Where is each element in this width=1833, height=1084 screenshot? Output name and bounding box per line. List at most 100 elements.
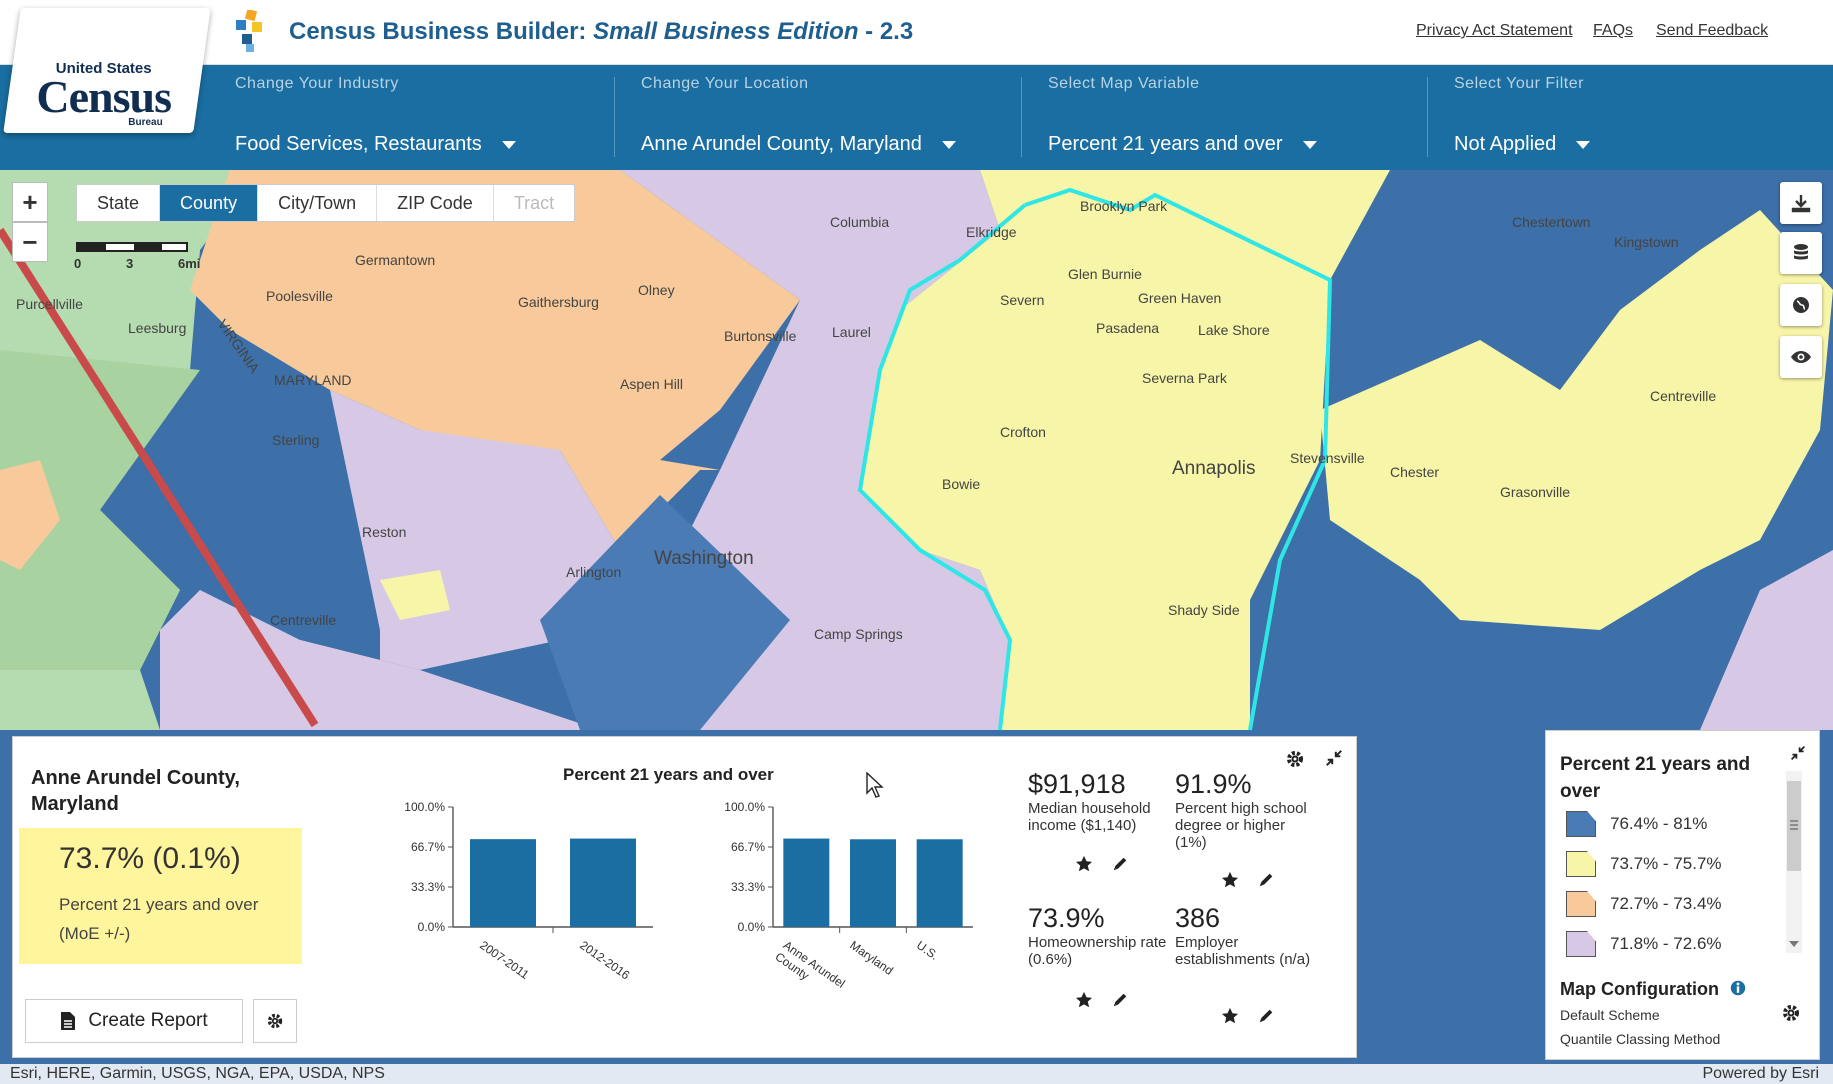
place-label: Centreville <box>1650 388 1717 404</box>
place-label: Reston <box>362 524 407 540</box>
place-label: Chestertown <box>1512 214 1591 230</box>
compress-icon <box>1790 745 1806 761</box>
legend-label: 71.8% - 72.6% <box>1610 934 1722 953</box>
visibility-button[interactable] <box>1780 336 1822 378</box>
star-icon[interactable] <box>1221 871 1239 894</box>
county-boundary <box>1024 187 1333 731</box>
y-tick-label: 66.7% <box>731 840 765 854</box>
geography-tabs: State County City/Town ZIP Code Tract <box>76 184 576 222</box>
place-label: Olney <box>638 282 675 298</box>
info-icon[interactable] <box>1730 980 1746 996</box>
x-tick-label: U.S. <box>914 938 941 963</box>
title-italic: Small Business Edition <box>593 18 859 45</box>
faqs-link[interactable]: FAQs <box>1593 22 1634 39</box>
place-label: Purcellville <box>16 296 83 312</box>
legend-item: 71.8% - 72.6% <box>1566 931 1722 957</box>
metric-label: Median household income ($1,140) <box>1028 800 1151 834</box>
tab-city-town[interactable]: City/Town <box>258 185 378 221</box>
legend-swatch <box>1566 811 1596 837</box>
place-label: Severn <box>1000 292 1045 308</box>
star-icon[interactable] <box>1075 855 1093 878</box>
metric-actions <box>1221 1007 1275 1030</box>
place-label: Aspen Hill <box>620 376 684 392</box>
chart-title: Percent 21 years and over <box>563 765 774 784</box>
place-label: Poolesville <box>266 288 333 304</box>
config-scheme: Default Scheme <box>1560 1007 1660 1023</box>
feedback-link[interactable]: Send Feedback <box>1656 22 1769 39</box>
caret-down-icon <box>501 140 516 149</box>
map-config-label: Map Configuration <box>1560 979 1719 999</box>
metric-homeownership: 73.9% Homeownership rate (0.6%) <box>1028 903 1168 968</box>
create-report-label: Create Report <box>88 1010 208 1031</box>
region-dc <box>540 495 790 730</box>
caret-down-icon <box>941 140 956 149</box>
attribution-esri[interactable]: Powered by Esri <box>1702 1065 1820 1082</box>
selector-label: Select Map Variable <box>1048 75 1200 92</box>
place-label: Burtonsville <box>724 328 797 344</box>
bar <box>783 838 830 927</box>
bar <box>916 839 963 927</box>
legend-label: 73.7% - 75.7% <box>1610 854 1722 873</box>
star-icon[interactable] <box>1221 1007 1239 1030</box>
place-label: Pasadena <box>1096 320 1160 336</box>
region-purple-east <box>1700 550 1833 730</box>
tab-zip-code[interactable]: ZIP Code <box>377 185 494 221</box>
layers-button[interactable] <box>1780 232 1822 274</box>
app-logo-icon <box>236 10 262 52</box>
report-settings-button[interactable] <box>253 999 297 1043</box>
legend-scrollbar[interactable] <box>1782 771 1804 953</box>
create-report-button[interactable]: Create Report <box>25 999 243 1043</box>
place-label: Washington <box>654 548 754 569</box>
tab-tract[interactable]: Tract <box>513 193 555 213</box>
legend-settings-button[interactable] <box>1781 1003 1801 1028</box>
download-button[interactable] <box>1780 182 1822 224</box>
zoom-out-button[interactable]: − <box>12 222 48 262</box>
y-tick-label: 100.0% <box>404 800 445 814</box>
selector-bar: Change Your Industry Food Services, Rest… <box>0 65 1833 170</box>
scale-bar <box>76 242 188 252</box>
selector-value[interactable]: Anne Arundel County, Maryland <box>641 133 956 156</box>
pencil-icon[interactable] <box>1257 1007 1275 1030</box>
place-label: Leesburg <box>128 320 187 336</box>
stat-description: Percent 21 years and over (MoE +/-) <box>59 895 259 943</box>
pencil-icon[interactable] <box>1111 991 1129 1014</box>
tab-county[interactable]: County <box>160 185 259 221</box>
x-tick-label: Anne ArundelCounty <box>773 938 848 997</box>
selector-label: Change Your Location <box>641 75 809 92</box>
region-yellow-aa <box>860 170 1390 730</box>
privacy-link[interactable]: Privacy Act Statement <box>1416 22 1573 39</box>
star-icon[interactable] <box>1075 991 1093 1014</box>
place-label: Shady Side <box>1168 602 1240 618</box>
basemap-button[interactable] <box>1780 284 1822 326</box>
selector-value[interactable]: Food Services, Restaurants <box>235 133 516 156</box>
caret-down-icon <box>1576 140 1591 149</box>
scale-label: 6mi <box>178 256 201 271</box>
tab-state[interactable]: State <box>77 185 161 221</box>
selector-value[interactable]: Percent 21 years and over <box>1048 133 1317 156</box>
place-label: Gaithersburg <box>518 294 599 310</box>
title-main: Census Business Builder: <box>289 18 594 45</box>
zoom-in-button[interactable]: + <box>12 182 48 222</box>
metric-income: $91,918 Median household income ($1,140) <box>1028 769 1168 834</box>
scale-label: 0 <box>74 256 82 271</box>
panel-collapse-button[interactable] <box>1325 749 1343 772</box>
pencil-icon[interactable] <box>1111 855 1129 878</box>
y-tick-label: 33.3% <box>731 880 765 894</box>
pencil-icon[interactable] <box>1257 871 1275 894</box>
selector-value[interactable]: Not Applied <box>1454 133 1591 156</box>
metric-education: 91.9% Percent high school degree or high… <box>1175 769 1315 851</box>
title-version: - 2.3 <box>858 18 914 45</box>
metric-value: $91,918 <box>1028 769 1126 799</box>
map-canvas[interactable] <box>0 170 1833 1084</box>
census-logo[interactable]: United States Census Bureau <box>3 8 211 133</box>
metric-value: 91.9% <box>1175 769 1252 799</box>
legend-collapse-button[interactable] <box>1790 745 1806 766</box>
panel-settings-button[interactable] <box>1285 749 1305 774</box>
divider <box>614 77 615 157</box>
database-icon <box>1794 244 1808 260</box>
y-tick-label: 33.3% <box>411 880 445 894</box>
region-yellow-qa <box>1320 210 1833 630</box>
map-legend: Percent 21 years and over 76.4% - 81% 73… <box>1545 730 1820 1060</box>
